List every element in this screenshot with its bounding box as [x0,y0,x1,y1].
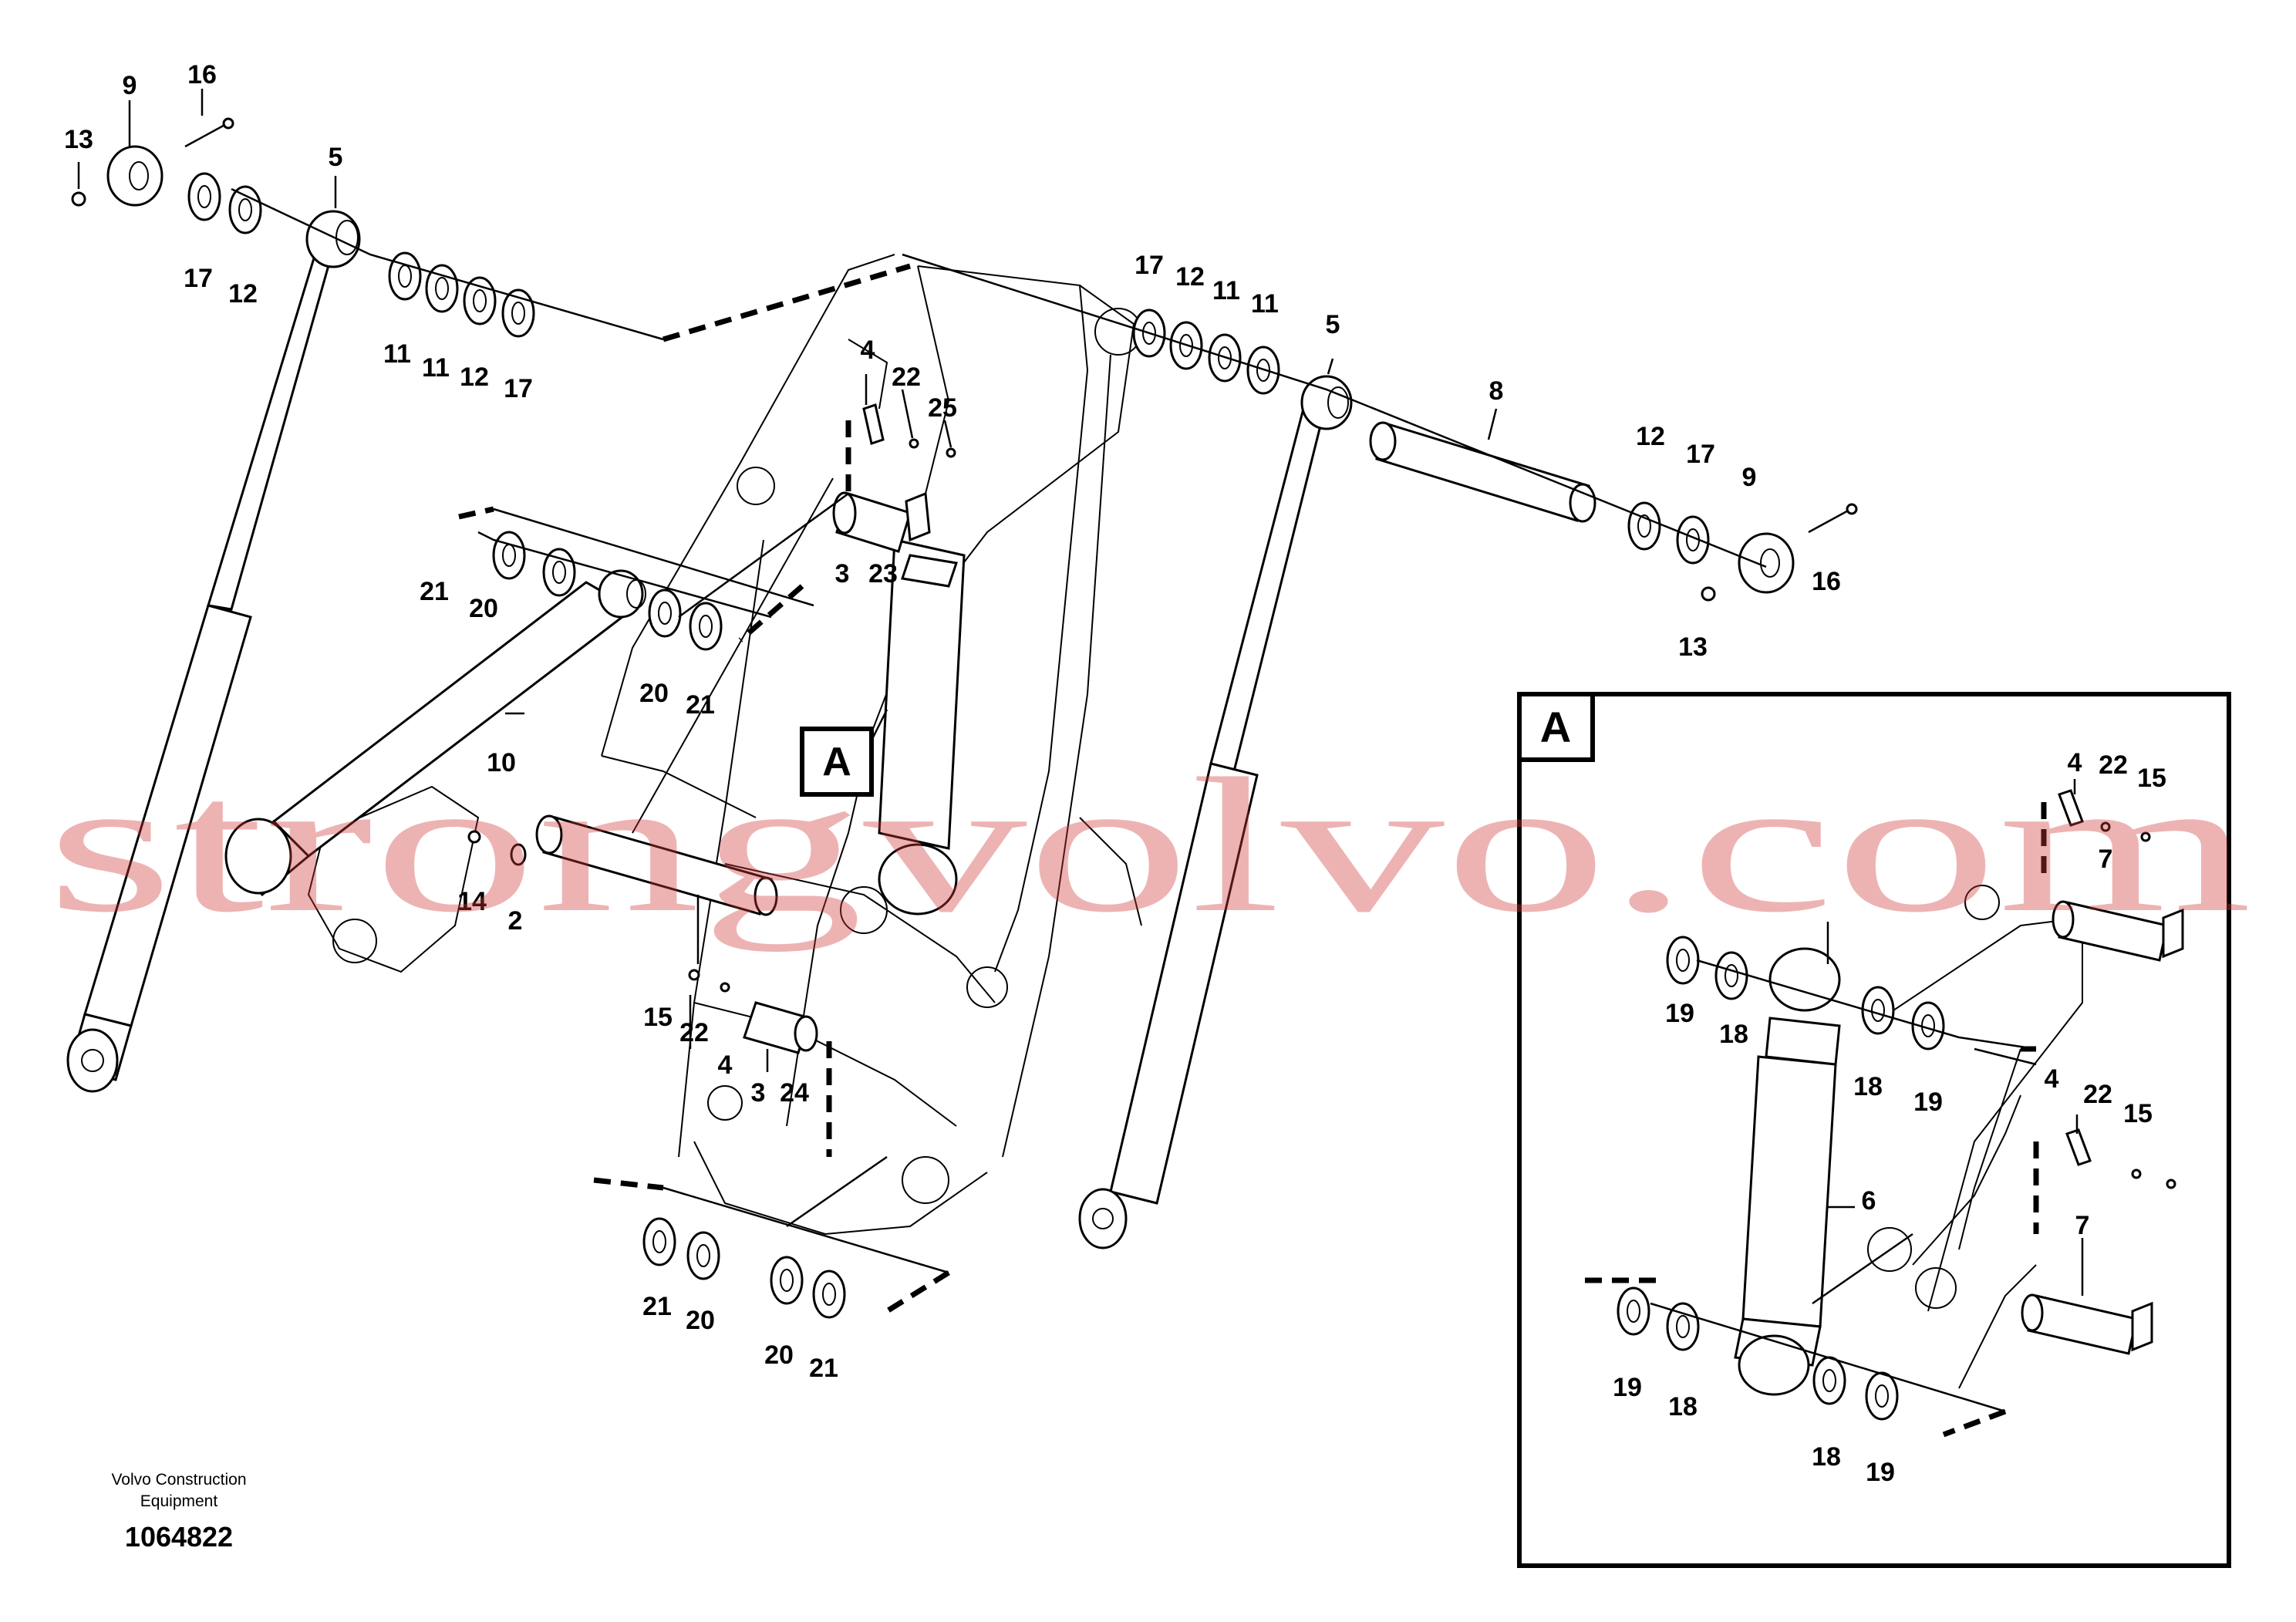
callout-9: 9 [123,71,137,100]
callout-21: 21 [809,1354,838,1383]
assembly-lines [231,187,1767,1313]
callout-21: 21 [686,690,715,720]
callout-11: 11 [1212,276,1240,305]
callout-2: 2 [508,906,523,936]
view-marker-label: A [822,740,851,784]
callout-23: 23 [868,559,898,588]
company-name-line2: Equipment [140,1492,218,1510]
company-name-line1: Volvo Construction [111,1471,246,1489]
vertical-cylinder [878,538,966,916]
detail-callout-7: 7 [2075,1211,2090,1240]
detail-callout-18: 18 [1668,1392,1698,1421]
callout-3: 3 [751,1078,766,1108]
callout-4: 4 [861,336,875,365]
detail-callout-18: 18 [1812,1442,1841,1472]
callout-20: 20 [639,679,669,708]
detail-callout-19: 19 [1665,999,1694,1028]
detail-callout-18: 18 [1719,1020,1748,1049]
detail-callout-19: 19 [1866,1458,1895,1487]
detail-callout-19: 19 [1913,1088,1943,1117]
callout-21: 21 [642,1292,672,1321]
callout-16: 16 [1812,567,1841,596]
callout-13: 13 [64,125,93,154]
callout-25: 25 [928,393,957,423]
callout-4: 4 [718,1050,733,1080]
watermark: strongvolvo.com [46,739,2252,953]
pin-2 [535,814,778,916]
detail-callout-7: 7 [2099,845,2113,874]
callout-leaders [77,89,2084,1296]
detail-view-a: A [1517,692,2231,1568]
boom-frame [307,254,1142,1236]
callout-22: 22 [892,363,921,392]
callout-22: 22 [679,1018,709,1047]
left-hydraulic-cylinder [66,210,361,1093]
detail-callout-6: 6 [1862,1186,1876,1216]
callout-11: 11 [1251,289,1279,319]
callout-13: 13 [1678,632,1708,662]
callout-8: 8 [1489,376,1504,406]
end-caps [106,145,1795,594]
detail-view-title: A [1540,703,1571,751]
callout-labels: 9 16 13 5 17 12 11 11 12 17 17 12 11 11 … [64,60,2166,1487]
callout-10: 10 [487,748,516,777]
washers [187,172,1710,1319]
detail-callout-22: 22 [2099,750,2128,780]
callout-12: 12 [460,363,489,392]
cylinder-10 [224,569,646,897]
callout-24: 24 [780,1078,809,1108]
callout-11: 11 [422,353,450,383]
callout-17: 17 [504,374,533,403]
drawing-number: 1064822 [125,1521,233,1553]
callout-12: 12 [228,279,258,309]
callout-15: 15 [643,1003,673,1032]
callout-20: 20 [469,594,498,623]
footer: Volvo Construction Equipment 1064822 [111,1471,246,1553]
callout-12: 12 [1636,422,1665,451]
pin-3-lower [743,1001,818,1054]
callout-5: 5 [329,143,343,172]
callout-16: 16 [187,60,217,89]
detail-callout-15: 15 [2137,764,2166,793]
view-marker-a[interactable]: A [800,709,888,797]
callout-17: 17 [1686,440,1715,469]
detail-callout-15: 15 [2123,1099,2153,1128]
callout-20: 20 [764,1340,794,1370]
detail-callout-19: 19 [1613,1373,1642,1402]
callout-17: 17 [184,264,213,293]
callout-9: 9 [1742,463,1757,492]
pin-3-upper [832,491,931,553]
detail-callout-4: 4 [2068,748,2082,777]
detail-callout-18: 18 [1853,1072,1883,1101]
callout-11: 11 [383,339,411,369]
right-hydraulic-cylinder [1078,375,1353,1249]
small-parts [71,117,1858,993]
callout-12: 12 [1175,262,1205,292]
detail-callout-22: 22 [2083,1080,2112,1109]
pin-8 [1369,421,1596,523]
callout-3: 3 [835,559,850,588]
callout-20: 20 [686,1306,715,1335]
callout-17: 17 [1135,251,1164,280]
callout-14: 14 [457,887,487,916]
callout-21: 21 [420,577,449,606]
callout-5: 5 [1326,310,1340,339]
detail-callout-4: 4 [2045,1064,2059,1094]
